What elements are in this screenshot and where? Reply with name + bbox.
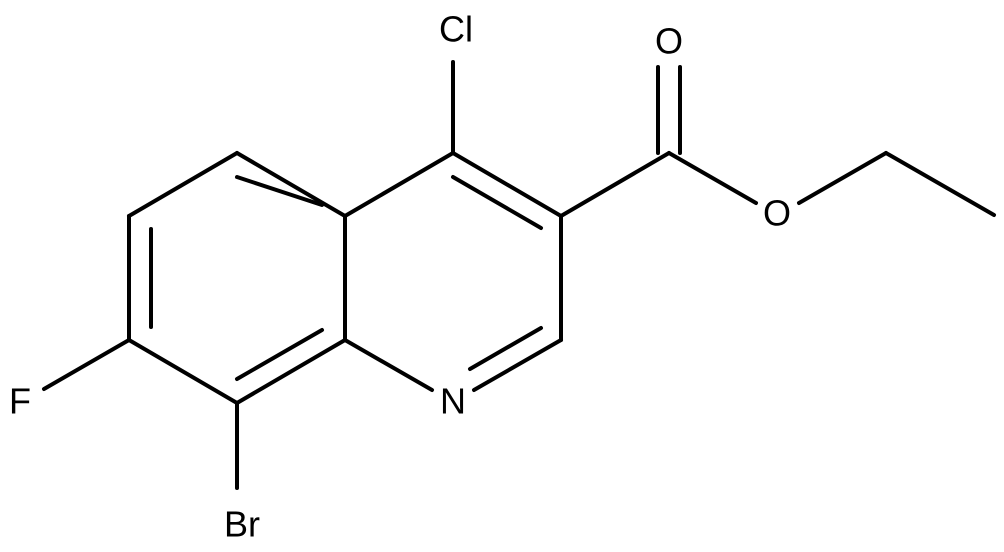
- bond-c4a-c5-inner: [235, 175, 324, 207]
- bond-c2-n1: [472, 338, 563, 392]
- atom-label-br: Br: [224, 504, 260, 545]
- bond-n1-c8a: [343, 338, 434, 392]
- bond-c7-f: [42, 338, 131, 391]
- bond-ccarbonyl-oester: [667, 151, 758, 205]
- bond-oester-ch2: [797, 151, 888, 205]
- bond-c8-c8a: [235, 338, 347, 405]
- bond-c7-c8: [127, 338, 239, 405]
- bond-c8-c8a-inner: [235, 328, 324, 381]
- atom-label-n: N: [440, 381, 466, 422]
- bond-c4-c4a: [343, 151, 455, 218]
- atom-label-f: F: [9, 381, 31, 422]
- atom-label-o-ester: O: [763, 193, 791, 234]
- bond-c5-c6: [127, 151, 239, 218]
- bond-ch2-ch3: [884, 151, 996, 217]
- bond-c2-n1-inner: [468, 326, 543, 371]
- bond-c4-c3: [451, 151, 563, 218]
- bond-c3-ccarbonyl: [559, 151, 671, 218]
- bond-c4-c3-inner: [451, 175, 543, 230]
- bond-c4a-c5: [235, 151, 347, 218]
- atom-label-cl: Cl: [439, 9, 473, 50]
- atom-label-o-carbonyl: O: [655, 21, 683, 62]
